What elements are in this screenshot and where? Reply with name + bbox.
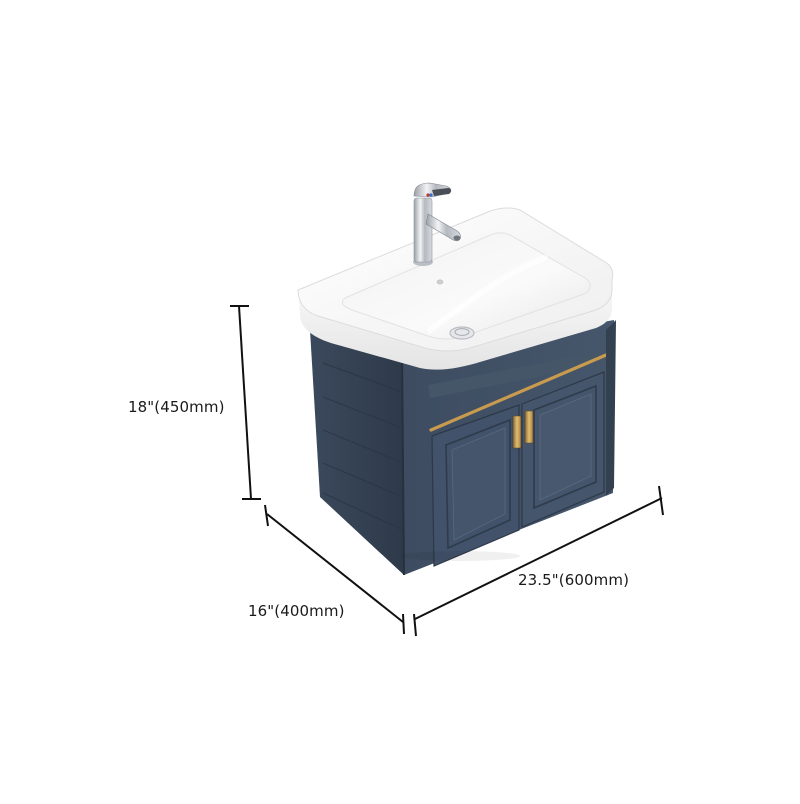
height-dimension-label: 18"(450mm) bbox=[128, 398, 225, 416]
width-dimension-label: 23.5"(600mm) bbox=[518, 571, 630, 589]
depth-dimension-label: 16"(400mm) bbox=[248, 602, 345, 620]
door-handles bbox=[512, 410, 534, 449]
handle-left-icon bbox=[512, 415, 522, 449]
depth-dimension-line bbox=[264, 504, 405, 635]
height-dimension-line bbox=[230, 305, 261, 500]
cabinet-top-rail bbox=[428, 350, 608, 398]
ceramic-basin bbox=[297, 207, 614, 370]
overflow-hole bbox=[436, 279, 444, 285]
faucet-icon bbox=[413, 182, 461, 266]
basin-bowl bbox=[341, 232, 591, 340]
width-dimension-line bbox=[413, 485, 664, 637]
cabinet-side-panel bbox=[310, 330, 404, 575]
dimension-lines bbox=[230, 305, 664, 637]
handle-right-icon bbox=[524, 410, 534, 444]
gold-trim bbox=[429, 353, 608, 432]
side-grooves bbox=[322, 362, 404, 531]
cabinet bbox=[310, 320, 616, 576]
